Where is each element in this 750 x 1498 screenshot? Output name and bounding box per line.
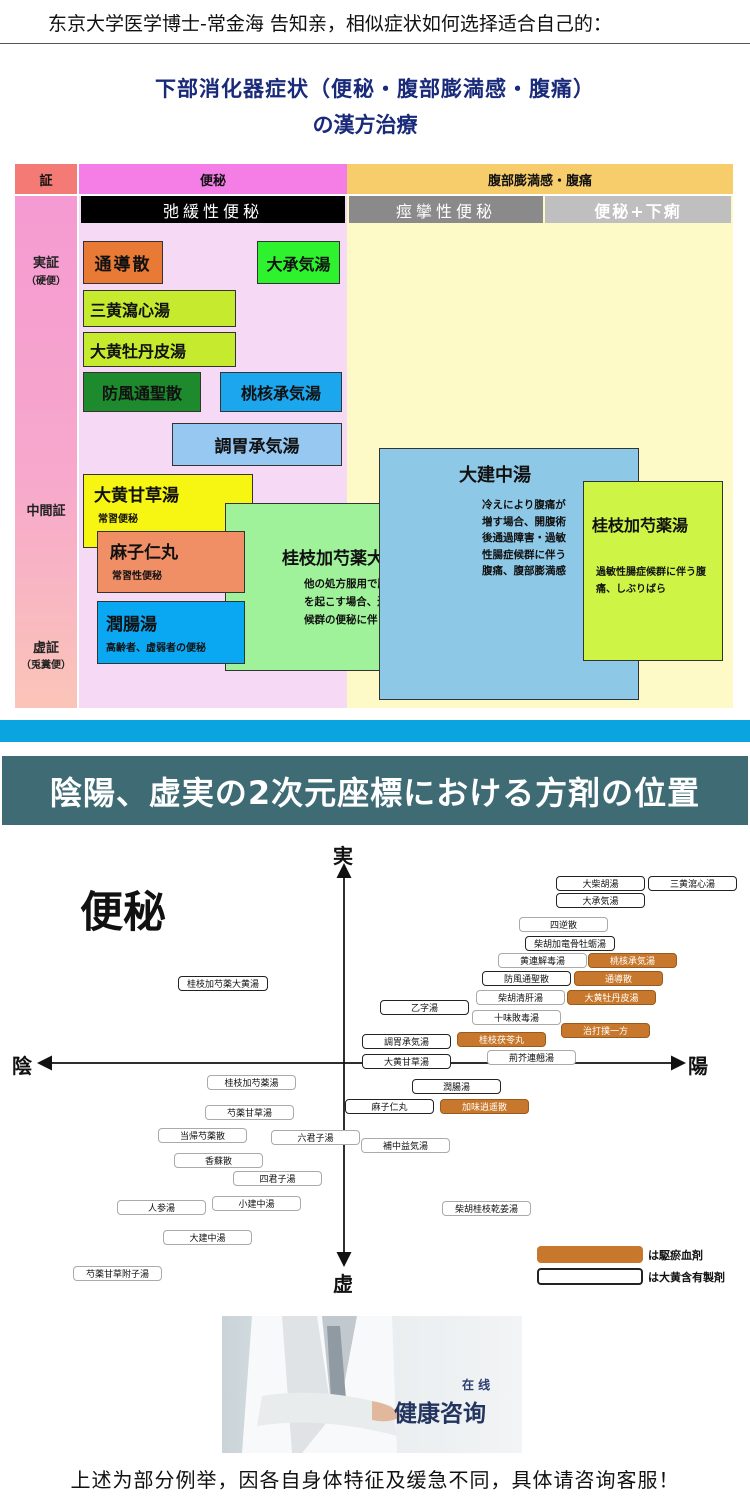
pill-daijoki: 大承気湯 bbox=[556, 893, 645, 908]
col-header-fukubu: 腹部膨満感・腹痛 bbox=[347, 164, 733, 194]
banner: 陰陽、虚実の2次元座標における方剤の位置 bbox=[2, 756, 748, 825]
pill-choui: 調胃承気湯 bbox=[362, 1034, 451, 1049]
consult-small: 在 线 bbox=[462, 1378, 491, 1392]
box-daijoki: 大承気湯 bbox=[257, 241, 340, 284]
pill-hochu: 補中益気湯 bbox=[361, 1138, 450, 1153]
pill-bofu: 防風通聖散 bbox=[482, 971, 571, 986]
box-keishi: 桂枝加芍薬湯 過敏性腸症候群に伴う腹痛、しぶりばら bbox=[583, 481, 723, 661]
pill-keigai: 荊芥連翹湯 bbox=[487, 1050, 576, 1065]
axis-label-jitsu: 実 bbox=[333, 844, 353, 868]
consult-banner[interactable]: 在 线 健康咨询 bbox=[222, 1316, 522, 1453]
pill-kami: 加味逍遥散 bbox=[440, 1099, 529, 1114]
pill-fushi: 芍薬甘草附子湯 bbox=[73, 1266, 162, 1281]
pill-oren: 黄連解毒湯 bbox=[498, 953, 587, 968]
pill-shakuyaku-kanzo: 芍薬甘草湯 bbox=[205, 1105, 294, 1120]
sub-header-keiren: 痙攣性便秘 bbox=[349, 196, 543, 223]
pill-jumi: 十味敗毒湯 bbox=[472, 1010, 561, 1025]
pill-mashinin: 麻子仁丸 bbox=[345, 1099, 434, 1114]
legend-orange-swatch bbox=[537, 1246, 643, 1263]
pill-sanou: 三黄瀉心湯 bbox=[648, 876, 737, 891]
pill-junchou: 潤腸湯 bbox=[412, 1079, 501, 1094]
pill-daisaiko: 大柴胡湯 bbox=[556, 876, 645, 891]
page-header: 东京大学医学博士-常金海 告知亲，相似症状如何选择适合自己的： bbox=[0, 0, 750, 44]
axis-label-you: 陽 bbox=[688, 1054, 708, 1078]
consult-big: 健康咨询 bbox=[394, 1401, 486, 1427]
footer-text: 上述为部分例举，因各自身体特征及缓急不同，具体请咨询客服！ bbox=[70, 1468, 680, 1492]
box-keishi-note: 過敏性腸症候群に伴う腹痛、しぶりばら bbox=[596, 567, 706, 595]
box-junchou-title: 潤腸湯 bbox=[106, 615, 157, 635]
pill-rikkunshi: 六君子湯 bbox=[271, 1130, 360, 1145]
box-kanzo-note: 常習便秘 bbox=[98, 514, 138, 525]
pill-tsudo: 通導散 bbox=[574, 971, 663, 986]
box-daiken-note: 冷えにより腹痛が増す場合、開腹術後通過障害・過敏性腸症候群に伴う腹痛、腹部膨満感 bbox=[482, 499, 566, 577]
box-keishi-title: 桂枝加芍薬湯 bbox=[592, 516, 689, 535]
col-header-sho: 証 bbox=[15, 164, 77, 194]
legend-white-label: は大黄含有製剤 bbox=[648, 1271, 725, 1284]
pill-saikoka: 柴胡加竜骨牡蛎湯 bbox=[525, 936, 615, 951]
pill-keishi: 桂枝加芍薬湯 bbox=[207, 1075, 296, 1090]
pill-saikoseikan: 柴胡清肝湯 bbox=[476, 990, 565, 1005]
box-junchou: 潤腸湯 高齢者、虚弱者の便秘 bbox=[97, 601, 245, 664]
axis-label-in: 陰 bbox=[12, 1054, 32, 1078]
pill-otsuji: 乙字湯 bbox=[380, 1000, 469, 1015]
box-mashinin-title: 麻子仁丸 bbox=[110, 543, 178, 563]
pill-ninjin: 人参湯 bbox=[117, 1200, 206, 1215]
box-daiken-title: 大建中湯 bbox=[459, 465, 531, 486]
pill-toki: 当帰芍薬散 bbox=[158, 1128, 247, 1143]
box-mashinin: 麻子仁丸 常習性便秘 bbox=[97, 531, 245, 593]
chart-heading: 便秘 bbox=[80, 888, 166, 938]
header-text: 东京大学医学博士-常金海 告知亲，相似症状如何选择适合自己的： bbox=[48, 13, 612, 35]
legend-orange-label: は駆瘀血剤 bbox=[648, 1249, 703, 1262]
row-label-chukan: 中間証 bbox=[26, 504, 66, 519]
doctor-figure bbox=[242, 1316, 402, 1453]
pill-botanpi: 大黄牡丹皮湯 bbox=[567, 990, 656, 1005]
pill-saikokeishi: 柴胡桂枝乾姜湯 bbox=[442, 1201, 531, 1216]
blue-stripe bbox=[0, 720, 750, 742]
sho-column-bg bbox=[15, 196, 77, 708]
pill-daikenchu: 大建中湯 bbox=[163, 1230, 252, 1245]
box-bofu: 防風通聖散 bbox=[83, 372, 201, 412]
pill-shikunshi: 四君子湯 bbox=[233, 1171, 322, 1186]
pill-bukuryo: 桂枝茯苓丸 bbox=[457, 1032, 546, 1047]
box-tokaku: 桃核承気湯 bbox=[220, 372, 342, 412]
pill-shigyaku: 四逆散 bbox=[519, 917, 608, 932]
pill-keishi-dai: 桂枝加芍薬大黄湯 bbox=[178, 976, 268, 991]
row-label-kyo-sub: （兎糞便） bbox=[21, 660, 71, 671]
diagram1-title-line1: 下部消化器症状（便秘・腹部膨満感・腹痛） bbox=[155, 77, 595, 101]
box-junchou-note: 高齢者、虚弱者の便秘 bbox=[106, 643, 206, 654]
diagram-1: 下部消化器症状（便秘・腹部膨満感・腹痛） の漢方治療 bbox=[0, 45, 750, 715]
axis-label-kyo: 虚 bbox=[333, 1272, 353, 1296]
sub-header-geri: 便秘+下痢 bbox=[545, 196, 731, 223]
box-choui: 調胃承気湯 bbox=[172, 423, 342, 466]
legend-white-swatch bbox=[537, 1268, 643, 1285]
box-kanzo-title: 大黄甘草湯 bbox=[94, 486, 179, 506]
row-label-jitsu-sub: （硬便） bbox=[26, 276, 66, 287]
sub-header-chikan: 弛緩性便秘 bbox=[81, 196, 345, 223]
row-label-kyo: 虚証 bbox=[32, 641, 59, 656]
diagram1-title-line2: の漢方治療 bbox=[312, 113, 418, 137]
pill-kanzo: 大黄甘草湯 bbox=[362, 1054, 451, 1069]
pill-tokaku: 桃核承気湯 bbox=[588, 953, 677, 968]
box-mashinin-note: 常習性便秘 bbox=[112, 571, 162, 582]
pill-shokenchu: 小建中湯 bbox=[212, 1196, 301, 1211]
box-botanpi: 大黄牡丹皮湯 bbox=[83, 332, 236, 367]
box-tsudosan: 通導散 bbox=[83, 241, 163, 284]
row-label-jitsu: 実証 bbox=[32, 256, 59, 271]
box-sanou: 三黄瀉心湯 bbox=[83, 290, 236, 327]
pill-dabokuippo: 治打撲一方 bbox=[561, 1023, 650, 1038]
col-header-benpi: 便秘 bbox=[79, 164, 347, 194]
pill-koso: 香蘇散 bbox=[174, 1153, 263, 1168]
